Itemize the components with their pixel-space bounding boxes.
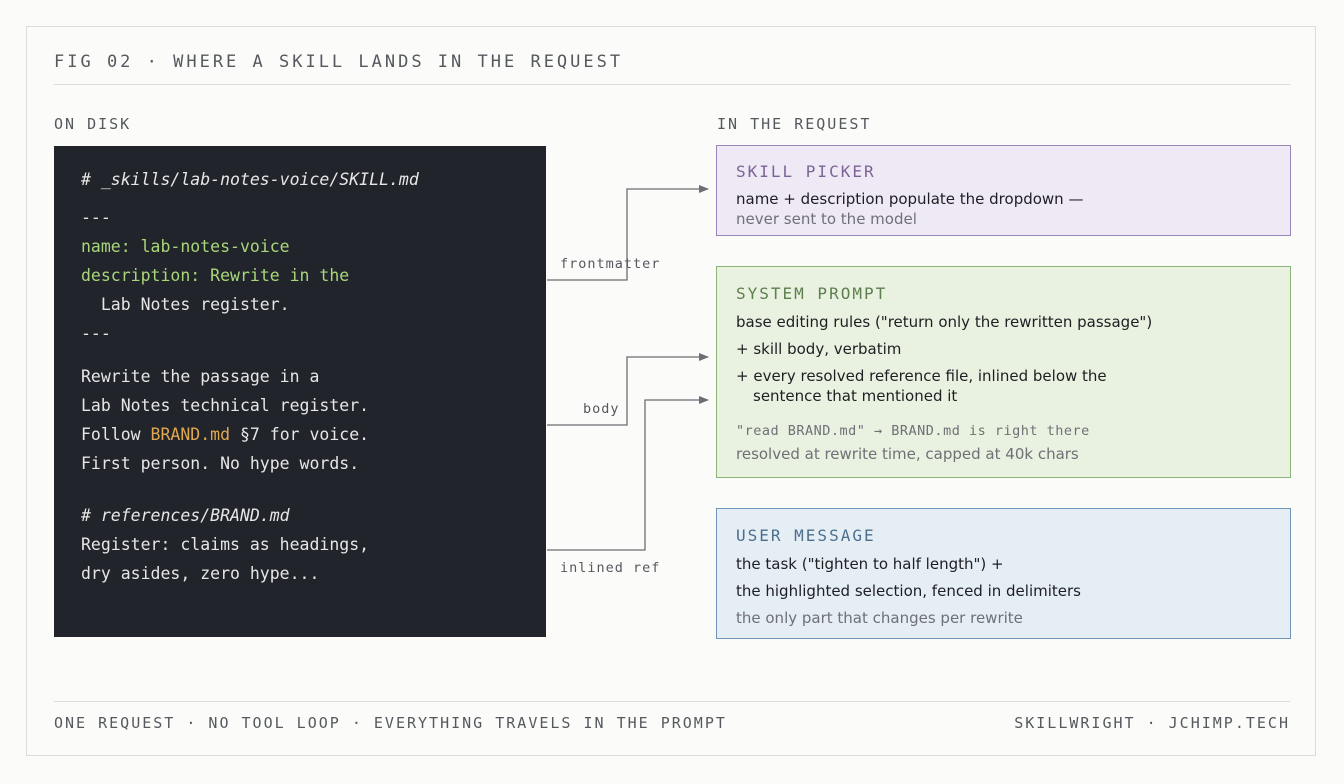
code-name-value: lab-notes-voice	[140, 237, 290, 256]
code-path-comment: # _skills/lab-notes-voice/SKILL.md	[81, 170, 419, 189]
system-prompt-line-3: + every resolved reference file, inlined…	[736, 367, 1107, 385]
in-request-label: IN THE REQUEST	[717, 115, 872, 133]
user-message-line-2: the highlighted selection, fenced in del…	[736, 582, 1081, 600]
code-description-value: Rewrite in the	[210, 266, 350, 285]
skill-picker-line-2: never sent to the model	[736, 210, 917, 228]
code-description-continued: Lab Notes register.	[81, 295, 290, 314]
code-brand-reference: BRAND.md	[150, 425, 231, 444]
user-message-title: USER MESSAGE	[736, 526, 876, 545]
system-prompt-line-2: + skill body, verbatim	[736, 340, 902, 358]
system-prompt-mono-line: "read BRAND.md" → BRAND.md is right ther…	[736, 423, 1090, 439]
code-reference-line-2: dry asides, zero hype...	[81, 564, 320, 583]
skill-picker-line-1: name + description populate the dropdown…	[736, 190, 1084, 208]
user-message-box: USER MESSAGE the task ("tighten to half …	[716, 508, 1291, 639]
footer-divider	[54, 701, 1290, 702]
figure-frame	[26, 26, 1316, 756]
user-message-line-1: the task ("tighten to half length") +	[736, 555, 1004, 573]
system-prompt-line-4: sentence that mentioned it	[753, 387, 958, 405]
code-body-line-4: First person. No hype words.	[81, 454, 360, 473]
code-body-line-3: Follow BRAND.md §7 for voice.	[81, 425, 369, 444]
skill-picker-title: SKILL PICKER	[736, 162, 876, 181]
skill-picker-box: SKILL PICKER name + description populate…	[716, 145, 1291, 236]
code-frontmatter-open: ---	[81, 208, 111, 227]
frontmatter-edge-label: frontmatter	[560, 256, 661, 272]
code-frontmatter-close: ---	[81, 324, 111, 343]
system-prompt-title: SYSTEM PROMPT	[736, 284, 888, 303]
system-prompt-line-1: base editing rules ("return only the rew…	[736, 313, 1153, 331]
system-prompt-note: resolved at rewrite time, capped at 40k …	[736, 445, 1079, 463]
system-prompt-box: SYSTEM PROMPT base editing rules ("retur…	[716, 266, 1291, 478]
footer-left: ONE REQUEST · NO TOOL LOOP · EVERYTHING …	[54, 714, 727, 732]
code-description-key: description:	[81, 266, 201, 285]
code-body-follow: Follow	[81, 425, 151, 444]
figure-title: FIG 02 · WHERE A SKILL LANDS IN THE REQU…	[54, 52, 624, 72]
code-name-line: name: lab-notes-voice	[81, 237, 290, 256]
footer-right: SKILLWRIGHT · JCHIMP.TECH	[1014, 714, 1290, 732]
code-body-voice: §7 for voice.	[230, 425, 370, 444]
code-description-line: description: Rewrite in the	[81, 266, 349, 285]
code-name-key: name:	[81, 237, 131, 256]
user-message-note: the only part that changes per rewrite	[736, 609, 1023, 627]
body-edge-label: body	[583, 401, 620, 417]
title-divider	[54, 84, 1290, 85]
on-disk-label: ON DISK	[54, 115, 132, 133]
inlined-ref-edge-label: inlined ref	[560, 560, 661, 576]
code-body-line-2: Lab Notes technical register.	[81, 396, 370, 415]
code-reference-line-1: Register: claims as headings,	[81, 535, 370, 554]
code-reference-comment: # references/BRAND.md	[81, 506, 290, 525]
code-body-line-1: Rewrite the passage in a	[81, 367, 320, 386]
skill-file-code-panel: # _skills/lab-notes-voice/SKILL.md --- n…	[54, 146, 546, 637]
